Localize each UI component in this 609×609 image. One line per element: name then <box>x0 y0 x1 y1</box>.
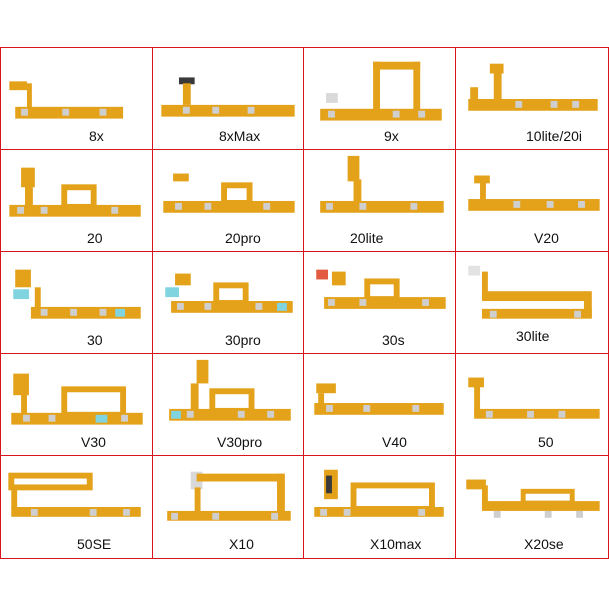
product-label: 20lite <box>350 230 384 246</box>
product-label: 20 <box>87 230 103 246</box>
flex-cable-image <box>466 479 600 518</box>
product-cell[interactable]: 30pro <box>152 251 304 354</box>
product-cell[interactable]: 30s <box>303 251 456 354</box>
flex-cable-image <box>468 265 592 319</box>
product-cell[interactable]: 10lite/20i <box>455 47 609 150</box>
product-label: 50SE <box>77 536 112 552</box>
product-cell[interactable]: X10max <box>303 455 456 559</box>
flex-cable-image <box>314 469 444 517</box>
product-cell[interactable]: 8x <box>0 47 153 150</box>
flex-cable-image <box>9 167 141 217</box>
product-cell[interactable]: 8xMax <box>152 47 304 150</box>
product-label: 8x <box>89 128 104 144</box>
product-cell[interactable]: 50 <box>455 353 609 456</box>
flex-cable-image <box>169 359 291 421</box>
flex-cable-image <box>468 175 600 211</box>
product-label: V20 <box>534 230 559 246</box>
product-label: 50 <box>538 434 554 450</box>
flex-cable-image <box>165 273 293 313</box>
product-cell[interactable]: 20lite <box>303 149 456 252</box>
flex-cable-image <box>468 63 598 111</box>
flex-cable-image <box>316 269 446 309</box>
flex-cable-image <box>13 269 141 319</box>
flex-cable-image <box>468 377 600 419</box>
product-label: V40 <box>382 434 407 450</box>
product-cell[interactable]: 50SE <box>0 455 153 559</box>
product-label: X10 <box>229 536 254 552</box>
flex-cable-image <box>314 383 444 415</box>
flex-cable-image <box>8 472 141 517</box>
product-cell[interactable]: V30pro <box>152 353 304 456</box>
product-cell[interactable]: X10 <box>152 455 304 559</box>
product-label: V30 <box>81 434 106 450</box>
flex-cable-image <box>320 61 442 121</box>
product-label: 30s <box>382 332 405 348</box>
product-label: 30pro <box>225 332 261 348</box>
flex-cable-image <box>320 155 444 213</box>
flex-cable-image <box>163 173 295 213</box>
product-label: V30pro <box>217 434 263 450</box>
product-label: X20se <box>524 536 564 552</box>
product-cell[interactable]: 30lite <box>455 251 609 354</box>
flex-cable-image <box>11 373 143 425</box>
flex-cable-image <box>167 471 291 521</box>
product-grid: 8x 8xMax 9x <box>0 47 609 559</box>
flex-cable-image <box>9 81 124 119</box>
product-cell[interactable]: 20 <box>0 149 153 252</box>
product-label: 10lite/20i <box>526 128 583 144</box>
product-cell[interactable]: V20 <box>455 149 609 252</box>
product-cell[interactable]: V30 <box>0 353 153 456</box>
flex-cable-image <box>161 77 295 117</box>
product-label: 9x <box>384 128 399 144</box>
product-label: 20pro <box>225 230 261 246</box>
product-label: 30lite <box>516 328 550 344</box>
product-label: 8xMax <box>219 128 261 144</box>
product-cell[interactable]: V40 <box>303 353 456 456</box>
product-cell[interactable]: 9x <box>303 47 456 150</box>
product-cell[interactable]: 20pro <box>152 149 304 252</box>
product-label: X10max <box>370 536 422 552</box>
product-label: 30 <box>87 332 103 348</box>
product-cell[interactable]: X20se <box>455 455 609 559</box>
product-cell[interactable]: 30 <box>0 251 153 354</box>
